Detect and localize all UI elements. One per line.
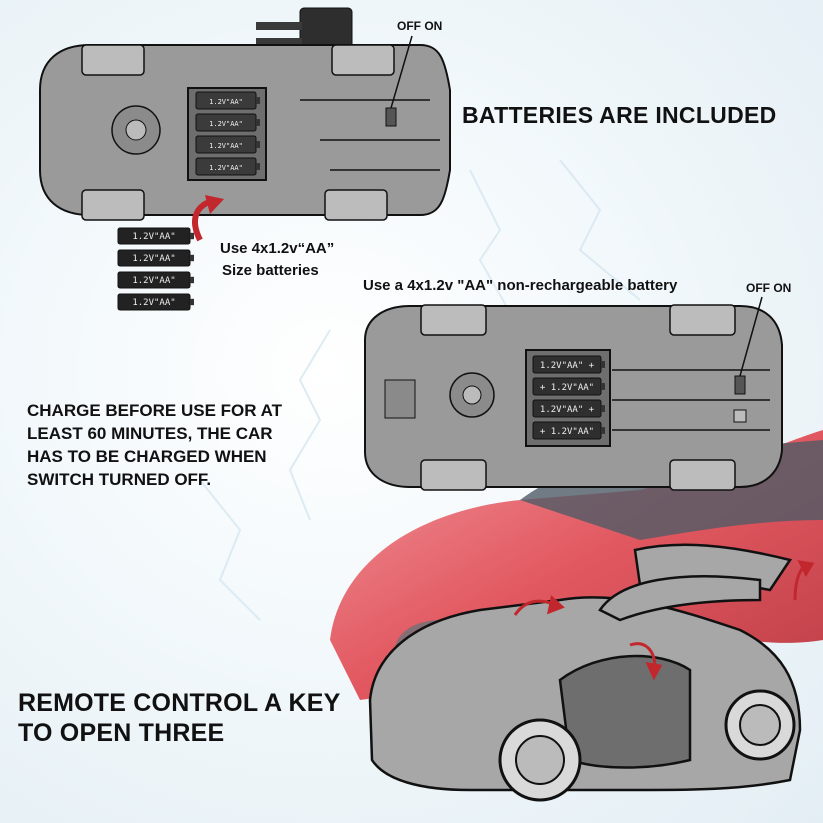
charge-instructions: CHARGE BEFORE USE FOR AT LEAST 60 MINUTE… bbox=[27, 401, 283, 489]
battery-size-note-line1: Use 4x1.2v“AA” bbox=[220, 240, 335, 257]
middle-battery-terminal bbox=[601, 361, 605, 368]
loose-battery-terminal bbox=[190, 254, 194, 262]
switch-label-top: OFF ON bbox=[397, 19, 443, 33]
loose-battery-label: 1.2V"AA" bbox=[132, 232, 175, 242]
top-battery-terminal bbox=[256, 97, 260, 104]
battery-size-note-line2: Size batteries bbox=[222, 262, 319, 279]
loose-battery-label: 1.2V"AA" bbox=[132, 276, 175, 286]
battery-type-note: Use a 4x1.2v "AA" non-rechargeable batte… bbox=[363, 277, 678, 294]
top-battery-label: 1.2V"AA" bbox=[209, 120, 243, 128]
loose-battery-label: 1.2V"AA" bbox=[132, 298, 175, 308]
top-battery-label: 1.2V"AA" bbox=[209, 98, 243, 106]
switch-label-middle: OFF ON bbox=[746, 281, 792, 295]
middle-battery-terminal bbox=[601, 383, 605, 390]
remote-control-note: REMOTE CONTROL A KEY TO OPEN THREE bbox=[18, 689, 341, 747]
top-battery-terminal bbox=[256, 119, 260, 126]
top-battery-label: 1.2V"AA" bbox=[209, 164, 243, 172]
middle-battery-label: 1.2V"AA" + bbox=[540, 361, 595, 371]
loose-battery-terminal bbox=[190, 276, 194, 284]
top-battery-label: 1.2V"AA" bbox=[209, 142, 243, 150]
middle-battery-label: + 1.2V"AA" bbox=[540, 427, 594, 437]
middle-battery-label: 1.2V"AA" + bbox=[540, 405, 595, 415]
middle-battery-terminal bbox=[601, 405, 605, 412]
headline-batteries-included: BATTERIES ARE INCLUDED bbox=[462, 102, 777, 128]
loose-battery-label: 1.2V"AA" bbox=[132, 254, 175, 264]
top-battery-terminal bbox=[256, 141, 260, 148]
middle-battery-terminal bbox=[601, 427, 605, 434]
loose-battery-terminal bbox=[190, 232, 194, 240]
top-battery-terminal bbox=[256, 163, 260, 170]
arrow-up-icon bbox=[513, 560, 815, 681]
loose-battery-terminal bbox=[190, 298, 194, 306]
middle-battery-label: + 1.2V"AA" bbox=[540, 383, 594, 393]
